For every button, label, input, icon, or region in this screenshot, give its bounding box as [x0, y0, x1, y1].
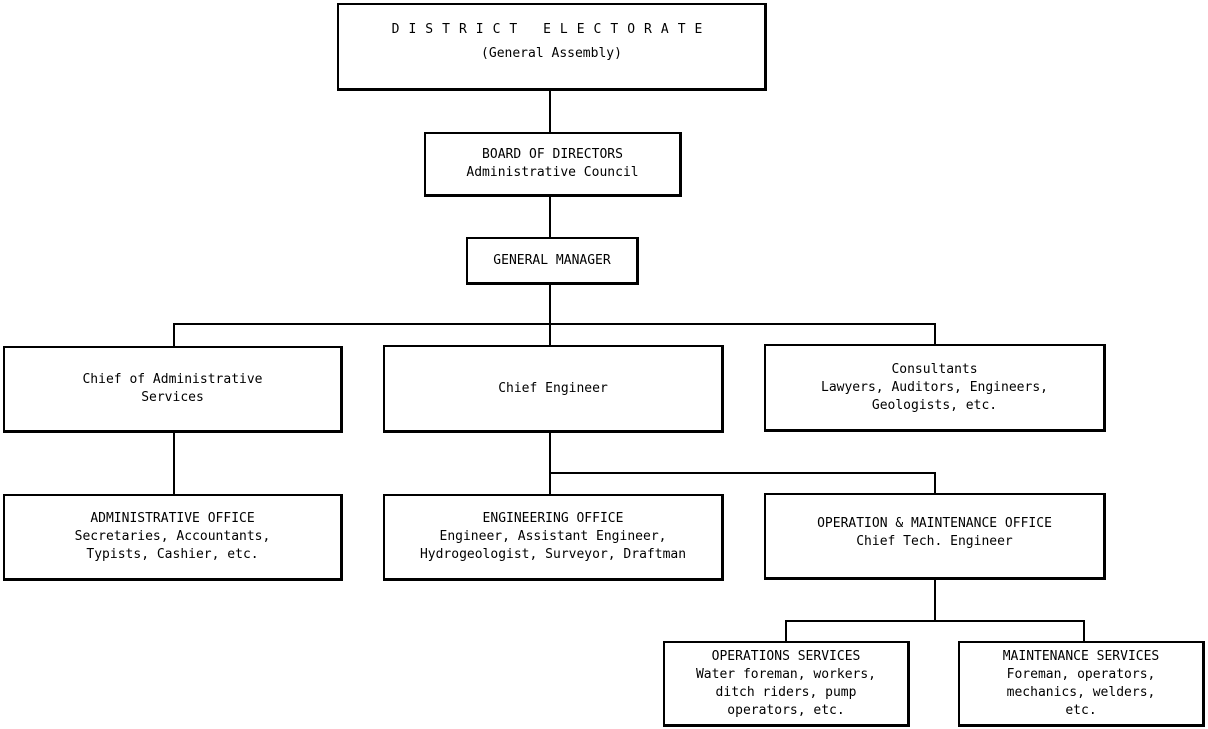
node-title: ENGINEERING OFFICE — [482, 511, 624, 526]
node-maintenance-services: MAINTENANCE SERVICES Foreman, operators,… — [958, 641, 1205, 727]
node-operation-maintenance-office: OPERATION & MAINTENANCE OFFICE Chief Tec… — [764, 493, 1106, 580]
node-line: Geologists, etc. — [871, 397, 998, 413]
connector-chief-admin-office — [173, 432, 175, 495]
node-line: Chief of Administrative — [82, 372, 263, 387]
node-title: GENERAL MANAGER — [493, 252, 611, 268]
connector-manager-bus — [549, 284, 551, 346]
node-title: DISTRICT ELECTORATE — [391, 22, 712, 37]
node-chief-engineer: Chief Engineer — [383, 345, 724, 433]
connector-level2-bus — [173, 323, 936, 325]
connector-chief-engineer-bus — [549, 432, 551, 495]
node-title: OPERATIONS SERVICES — [711, 648, 861, 664]
node-line: Lawyers, Auditors, Engineers, — [821, 379, 1048, 395]
connector-services-bus — [785, 620, 1085, 622]
node-title: Chief Engineer — [498, 380, 608, 396]
node-subtitle: (General Assembly) — [481, 46, 622, 61]
node-board-of-directors: BOARD OF DIRECTORS Administrative Counci… — [424, 132, 682, 197]
node-engineering-office: ENGINEERING OFFICE Engineer, Assistant E… — [383, 494, 724, 581]
node-general-manager: GENERAL MANAGER — [466, 237, 639, 285]
connector-bus-consultants — [934, 323, 936, 345]
node-title: OPERATION & MAINTENANCE OFFICE — [817, 516, 1052, 531]
node-line: Water foreman, workers, — [695, 666, 876, 682]
node-line: Engineer, Assistant Engineer, — [439, 529, 667, 544]
connector-bus-chief-admin — [173, 323, 175, 347]
node-line: Hydrogeologist, Surveyor, Draftman — [419, 547, 687, 562]
connector-bus-maintenance — [1083, 620, 1085, 642]
connector-bus-operations — [785, 620, 787, 642]
node-line: Secretaries, Accountants, — [74, 529, 271, 544]
node-operations-services: OPERATIONS SERVICES Water foreman, worke… — [663, 641, 910, 727]
connector-bus-om-office — [934, 472, 936, 494]
node-chief-admin-services: Chief of Administrative Services — [3, 346, 343, 433]
node-consultants: Consultants Lawyers, Auditors, Engineers… — [764, 344, 1106, 432]
node-administrative-office: ADMINISTRATIVE OFFICE Secretaries, Accou… — [3, 494, 343, 581]
node-district-electorate: DISTRICT ELECTORATE (General Assembly) — [337, 3, 767, 91]
node-title: Consultants — [891, 361, 978, 377]
node-line: operators, etc. — [727, 702, 845, 718]
connector-board-manager — [549, 196, 551, 237]
connector-electorate-board — [549, 90, 551, 133]
node-subtitle: Chief Tech. Engineer — [856, 534, 1013, 549]
node-line: mechanics, welders, — [1006, 684, 1156, 700]
node-line: Foreman, operators, — [1006, 666, 1156, 682]
connector-om-services-bus — [934, 578, 936, 621]
node-subtitle: Administrative Council — [466, 165, 639, 180]
node-line: Services — [141, 390, 204, 405]
node-line: ditch riders, pump — [715, 684, 857, 700]
node-title: BOARD OF DIRECTORS — [482, 147, 623, 162]
node-title: MAINTENANCE SERVICES — [1002, 648, 1160, 664]
node-title: ADMINISTRATIVE OFFICE — [90, 511, 255, 526]
connector-engineering-bus — [549, 472, 936, 474]
node-line: Typists, Cashier, etc. — [86, 547, 259, 562]
node-line: etc. — [1065, 702, 1097, 718]
